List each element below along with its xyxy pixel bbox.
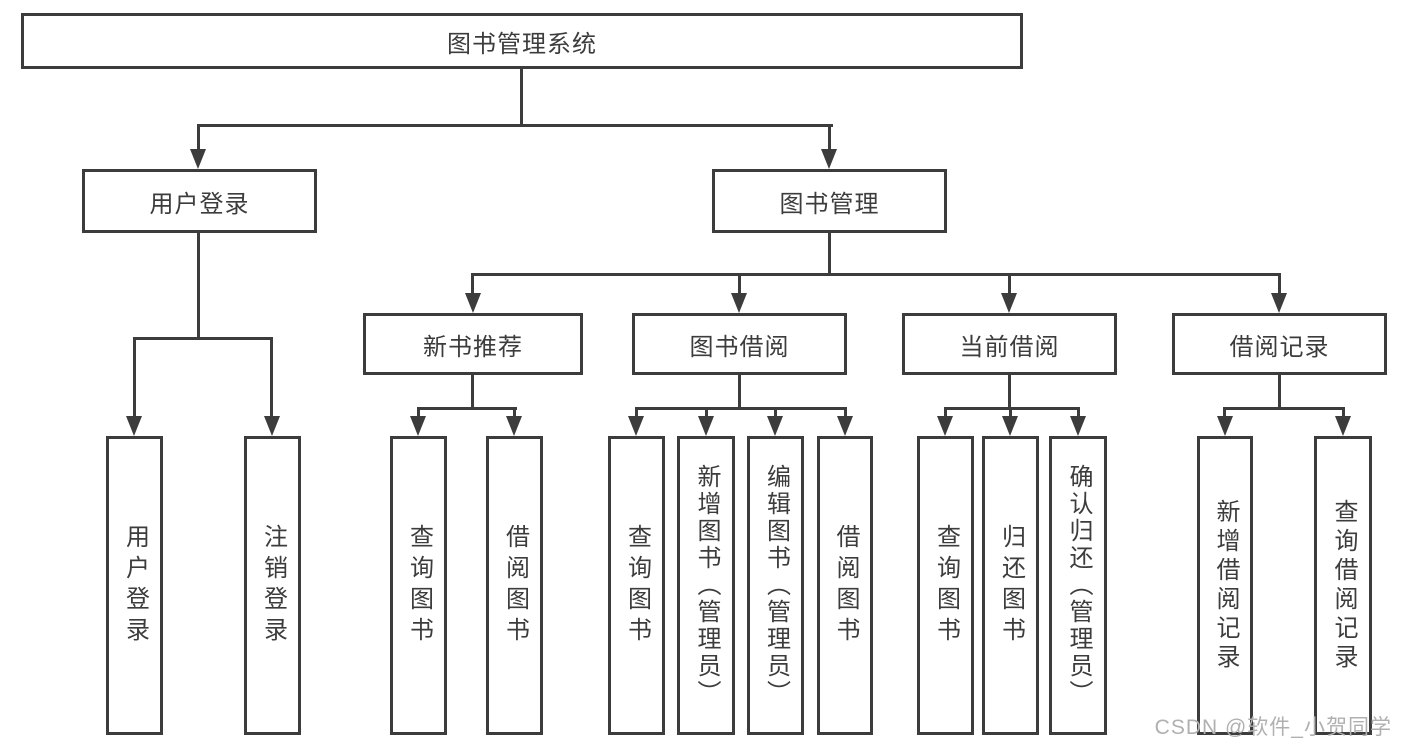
node-user-login-label: 用户登录: [149, 190, 250, 218]
node-borrow-record: 借阅记录: [1172, 313, 1387, 375]
connector-line: [828, 124, 831, 152]
leaf-newbook-borrow-books-label: 借阅图书: [501, 523, 529, 648]
leaf-borrow-borrow-books: 借阅图书: [817, 436, 873, 735]
leaf-current-return-books-label: 归还图书: [997, 523, 1025, 648]
leaf-user-login-label: 用户登录: [121, 523, 149, 648]
connector-line: [197, 124, 200, 152]
connector-line: [471, 273, 1281, 276]
connector-line: [635, 407, 638, 419]
node-book-borrow: 图书借阅: [632, 313, 847, 375]
connector-line: [1077, 407, 1080, 419]
connector-line: [1342, 407, 1345, 419]
node-root: 图书管理系统: [21, 13, 1023, 69]
arrow-down-icon: [1335, 416, 1351, 436]
connector-line: [944, 407, 947, 419]
leaf-borrow-query-books-label: 查询图书: [623, 523, 651, 648]
leaf-record-query-borrow-record: 查询借阅记录: [1314, 436, 1372, 735]
arrow-down-icon: [837, 416, 853, 436]
node-borrow-record-label: 借阅记录: [1229, 333, 1330, 361]
connector-line: [944, 407, 1080, 410]
arrow-down-icon: [628, 416, 644, 436]
connector-line: [1223, 407, 1345, 410]
arrow-down-icon: [1271, 293, 1287, 313]
leaf-borrow-add-books-admin: 新增图书（管理员）: [677, 436, 735, 735]
csdn-watermark: CSDN @软件_小贺同学: [1154, 716, 1392, 739]
connector-line: [738, 273, 741, 297]
leaf-logout: 注销登录: [244, 436, 301, 735]
arrow-down-icon: [126, 416, 142, 436]
leaf-current-confirm-return-admin: 确认归还（管理员）: [1049, 436, 1107, 735]
connector-line: [513, 407, 516, 419]
leaf-borrow-edit-books-admin: 编辑图书（管理员）: [747, 436, 804, 735]
connector-line: [270, 337, 273, 419]
connector-line: [197, 124, 833, 127]
connector-line: [635, 407, 846, 410]
connector-line: [1008, 273, 1011, 297]
arrow-down-icon: [506, 416, 522, 436]
connector-line: [705, 407, 708, 419]
connector-line: [417, 407, 517, 410]
arrow-down-icon: [1001, 293, 1017, 313]
leaf-borrow-add-books-admin-label: 新增图书（管理员）: [693, 464, 720, 707]
connector-line: [1009, 407, 1012, 419]
leaf-borrow-borrow-books-label: 借阅图书: [832, 523, 859, 648]
node-book-borrow-label: 图书借阅: [689, 333, 790, 361]
arrow-down-icon: [190, 149, 206, 169]
connector-line: [520, 68, 523, 127]
node-root-label: 图书管理系统: [447, 30, 597, 58]
arrow-down-icon: [731, 293, 747, 313]
leaf-record-add-borrow-record: 新增借阅记录: [1197, 436, 1253, 735]
leaf-logout-label: 注销登录: [259, 523, 287, 648]
leaf-user-login: 用户登录: [106, 436, 163, 735]
connector-line: [844, 407, 847, 419]
connector-line: [774, 407, 777, 419]
arrow-down-icon: [264, 416, 280, 436]
connector-line: [738, 375, 741, 410]
leaf-record-add-borrow-record-label: 新增借阅记录: [1212, 498, 1239, 673]
leaf-current-query-books: 查询图书: [917, 436, 974, 735]
node-new-book-recommend: 新书推荐: [363, 313, 583, 375]
connector-line: [133, 337, 273, 340]
node-book-management: 图书管理: [712, 169, 947, 233]
connector-line: [471, 375, 474, 410]
leaf-borrow-edit-books-admin-label: 编辑图书（管理员）: [762, 464, 790, 707]
arrow-down-icon: [767, 416, 783, 436]
node-book-management-label: 图书管理: [779, 190, 880, 218]
arrow-down-icon: [698, 416, 714, 436]
leaf-record-query-borrow-record-label: 查询借阅记录: [1330, 498, 1357, 673]
node-user-login: 用户登录: [82, 169, 317, 233]
connector-line: [1008, 375, 1011, 410]
arrow-down-icon: [410, 416, 426, 436]
connector-line: [471, 273, 474, 297]
connector-line: [417, 407, 420, 419]
connector-line: [1278, 375, 1281, 410]
connector-line: [1223, 407, 1226, 419]
arrow-down-icon: [465, 293, 481, 313]
arrow-down-icon: [821, 149, 837, 169]
leaf-current-confirm-return-admin-label: 确认归还（管理员）: [1065, 464, 1092, 707]
node-new-book-recommend-label: 新书推荐: [423, 333, 523, 361]
connector-line: [133, 337, 136, 419]
leaf-current-query-books-label: 查询图书: [932, 523, 960, 648]
leaf-current-return-books: 归还图书: [982, 436, 1039, 735]
leaf-newbook-borrow-books: 借阅图书: [486, 436, 543, 735]
arrow-down-icon: [1002, 416, 1018, 436]
leaf-borrow-query-books: 查询图书: [608, 436, 665, 735]
connector-line: [1278, 273, 1281, 297]
connector-line: [828, 232, 831, 276]
leaf-newbook-query-books: 查询图书: [390, 436, 447, 735]
node-current-borrow: 当前借阅: [902, 313, 1117, 375]
arrow-down-icon: [1217, 416, 1233, 436]
node-current-borrow-label: 当前借阅: [959, 333, 1060, 361]
arrow-down-icon: [1070, 416, 1086, 436]
connector-line: [197, 233, 200, 340]
leaf-newbook-query-books-label: 查询图书: [405, 523, 433, 648]
arrow-down-icon: [937, 416, 953, 436]
